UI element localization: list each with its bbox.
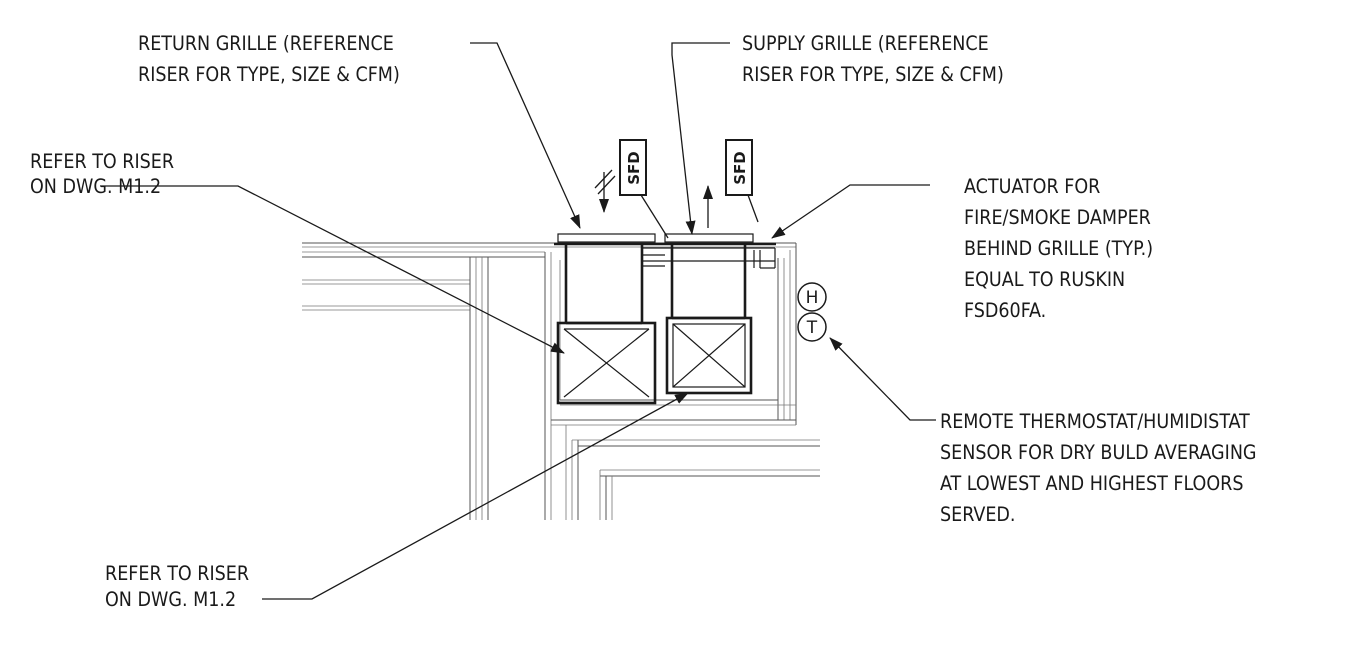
wall-lines bbox=[302, 242, 820, 520]
note-actuator-line1: ACTUATOR FOR bbox=[964, 175, 1100, 198]
note-return-grille: RETURN GRILLE (REFERENCE RISER FOR TYPE,… bbox=[138, 32, 400, 86]
flow-arrows bbox=[594, 169, 713, 228]
sfd-tag-right-text: SFD bbox=[731, 151, 749, 185]
note-supply-grille-line2: RISER FOR TYPE, SIZE & CFM) bbox=[742, 63, 1004, 86]
note-supply-grille: SUPPLY GRILLE (REFERENCE RISER FOR TYPE,… bbox=[742, 32, 1004, 86]
sfd-tag-left: SFD bbox=[619, 139, 669, 239]
note-return-grille-line2: RISER FOR TYPE, SIZE & CFM) bbox=[138, 63, 400, 86]
note-actuator-line2: FIRE/SMOKE DAMPER bbox=[964, 206, 1151, 229]
note-return-grille-line1: RETURN GRILLE (REFERENCE bbox=[138, 32, 394, 55]
note-actuator-line4: EQUAL TO RUSKIN bbox=[964, 268, 1125, 291]
supply-duct bbox=[665, 244, 753, 395]
humidistat-symbol: H bbox=[797, 282, 827, 312]
return-grille bbox=[557, 233, 656, 243]
note-thermostat-line3: AT LOWEST AND HIGHEST FLOORS bbox=[940, 472, 1243, 495]
note-riser-top-line2: ON DWG. M1.2 bbox=[30, 175, 161, 198]
sfd-tag-left-text: SFD bbox=[625, 151, 643, 185]
sfd-tag-right: SFD bbox=[725, 139, 759, 223]
note-thermostat-line2: SENSOR FOR DRY BULD AVERAGING bbox=[940, 441, 1257, 464]
humidistat-letter: H bbox=[806, 288, 819, 308]
note-actuator-line5: FSD60FA. bbox=[964, 299, 1046, 322]
note-riser-bottom-line2: ON DWG. M1.2 bbox=[105, 588, 236, 611]
note-actuator: ACTUATOR FOR FIRE/SMOKE DAMPER BEHIND GR… bbox=[964, 175, 1153, 322]
note-thermostat-line1: REMOTE THERMOSTAT/HUMIDISTAT bbox=[940, 410, 1250, 433]
return-duct bbox=[556, 244, 657, 405]
note-riser-top: REFER TO RISER ON DWG. M1.2 bbox=[30, 150, 174, 198]
thermostat-symbol: T bbox=[797, 312, 827, 342]
note-thermostat-line4: SERVED. bbox=[940, 503, 1016, 526]
grille-assembly bbox=[554, 233, 776, 269]
note-supply-grille-line1: SUPPLY GRILLE (REFERENCE bbox=[742, 32, 989, 55]
note-thermostat: REMOTE THERMOSTAT/HUMIDISTAT SENSOR FOR … bbox=[940, 410, 1257, 526]
thermostat-letter: T bbox=[806, 318, 818, 338]
note-riser-bottom: REFER TO RISER ON DWG. M1.2 bbox=[105, 562, 249, 611]
note-actuator-line3: BEHIND GRILLE (TYP.) bbox=[964, 237, 1153, 260]
note-riser-bottom-line1: REFER TO RISER bbox=[105, 562, 249, 585]
supply-grille bbox=[664, 233, 754, 243]
leader-lines bbox=[100, 42, 936, 600]
note-riser-top-line1: REFER TO RISER bbox=[30, 150, 174, 173]
